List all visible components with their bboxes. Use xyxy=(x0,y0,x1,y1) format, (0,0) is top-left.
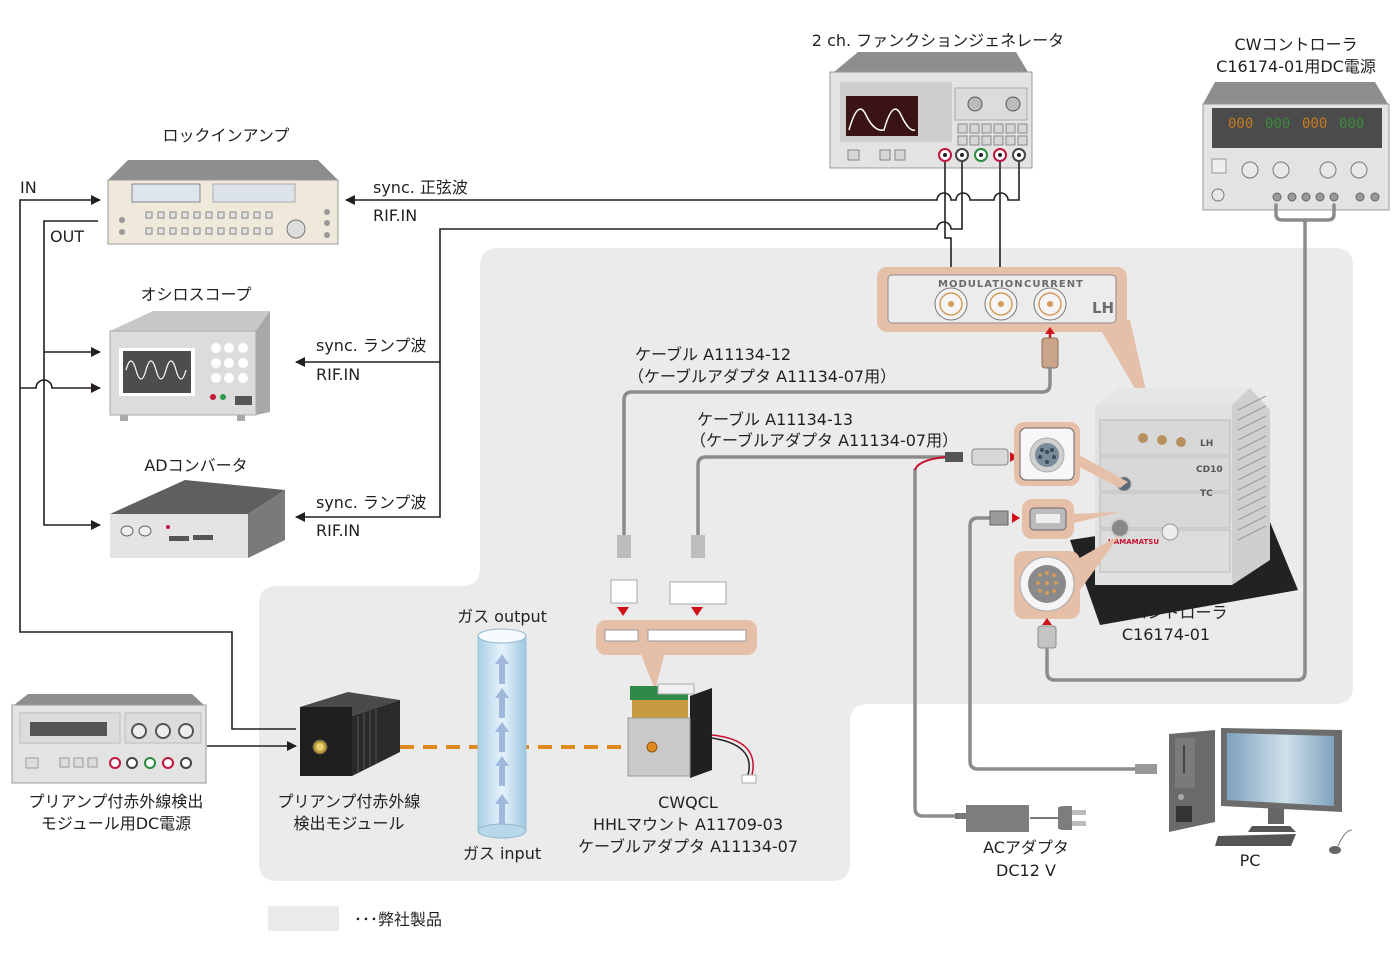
red-arrow-icon xyxy=(1045,327,1055,334)
cwqcl-label-2: HHLマウント A11709-03 xyxy=(593,815,783,834)
function-generator[interactable] xyxy=(829,52,1033,169)
display-digit-group: 000 xyxy=(1228,116,1253,132)
signal-wiring xyxy=(19,162,1020,751)
cw-power-supply-label-2: C16174-01用DC電源 xyxy=(1216,57,1376,76)
detector-power-label-1: プリアンプ付赤外線検出 xyxy=(29,792,204,811)
usb-plug xyxy=(989,510,1009,526)
ac-adapter[interactable] xyxy=(955,805,1086,832)
oscilloscope-label: オシロスコープ xyxy=(140,285,251,304)
oscilloscope[interactable] xyxy=(109,311,270,421)
function-generator-label: 2 ch. ファンクションジェネレータ xyxy=(812,31,1064,50)
current-port-label: CURRENT xyxy=(1024,279,1084,290)
detector-dc-power-supply[interactable] xyxy=(11,694,207,784)
cable-a11134-12-sub: （ケーブルアダプタ A11134-07用） xyxy=(628,367,896,386)
cw-controller-label-1: CWコントローラ xyxy=(1105,603,1228,622)
circular-plug xyxy=(971,448,1009,466)
gas-flow-arrows xyxy=(495,654,509,824)
cables xyxy=(622,203,1336,818)
ad-converter[interactable] xyxy=(110,480,285,558)
detector-module-label-1: プリアンプ付赤外線 xyxy=(278,792,421,811)
brand-logo: HAMAMATSU xyxy=(1108,538,1159,546)
cwqcl-connector-callout xyxy=(596,620,757,690)
company-products-area xyxy=(259,248,1353,881)
red-arrow-icon xyxy=(1042,618,1052,625)
gas-output-label: ガス output xyxy=(457,607,547,626)
osc-rif-label: RIF.IN xyxy=(316,365,360,384)
ac-adapter-label-1: ACアダプタ xyxy=(983,838,1069,857)
modulation-port-label: MODULATION xyxy=(938,279,1024,290)
temperature-connector-callout xyxy=(1014,422,1128,488)
adc-rif-label: RIF.IN xyxy=(316,521,360,540)
cwqcl-laser-mount[interactable] xyxy=(627,683,757,784)
detector-module-label-2: 検出モジュール xyxy=(294,814,405,833)
pc-label: PC xyxy=(1240,851,1261,870)
cw-controller-power-supply[interactable]: 000 000 000 000 xyxy=(1202,82,1390,211)
display-digit-group: 000 xyxy=(1339,116,1364,132)
cable-a11134-13-label: ケーブル A11134-13 xyxy=(697,410,853,429)
cable-a11134-12-label: ケーブル A11134-12 xyxy=(635,345,791,364)
legend-swatch xyxy=(268,906,339,931)
lh-module-tag: LH xyxy=(1092,299,1114,317)
adc-sync-label: sync. ランプ波 xyxy=(316,493,426,512)
module-label-lh: LH xyxy=(1200,439,1213,449)
module-label-cd10: CD10 xyxy=(1196,465,1223,475)
power-connector-callout xyxy=(1014,535,1120,619)
osc-sync-label: sync. ランプ波 xyxy=(316,336,426,355)
cable-sleeve xyxy=(945,452,963,462)
pc[interactable] xyxy=(1135,728,1353,854)
bnc-connector[interactable] xyxy=(1033,287,1067,321)
power-plug xyxy=(1037,625,1057,649)
gas-input-label: ガス input xyxy=(463,844,541,863)
cable-connector-3pin xyxy=(610,535,638,616)
red-arrow-icon xyxy=(1012,513,1020,523)
usb-plug xyxy=(1135,764,1157,774)
display-digit-group: 000 xyxy=(1265,116,1290,132)
cw-controller-label-2: C16174-01 xyxy=(1122,625,1210,644)
lockin-sync-label: sync. 正弦波 xyxy=(373,178,468,197)
cwqcl-label-1: CWQCL xyxy=(658,793,718,812)
lockin-amplifier[interactable] xyxy=(107,160,339,245)
usb-connector-callout xyxy=(1022,499,1120,539)
display-digit-group: 000 xyxy=(1302,116,1327,132)
ad-converter-label: ADコンバータ xyxy=(144,456,247,475)
bnc-connector[interactable] xyxy=(934,287,968,321)
lockin-rif-label: RIF.IN xyxy=(373,206,417,225)
lockin-amp-label: ロックインアンプ xyxy=(163,126,290,145)
lockin-in-label: IN xyxy=(20,178,37,197)
cw-controller[interactable]: LH CD10 TC HAMAMATSU xyxy=(1070,388,1298,625)
lockin-out-label: OUT xyxy=(50,227,84,246)
legend-label: ･･･弊社製品 xyxy=(354,910,442,929)
cw-power-supply-label-1: CWコントローラ xyxy=(1235,35,1358,54)
ac-adapter-label-2: DC12 V xyxy=(996,861,1056,880)
gas-cell xyxy=(477,628,527,839)
bnc-connector[interactable] xyxy=(984,287,1018,321)
cable-connector-10pin xyxy=(669,535,727,616)
bnc-plug xyxy=(1041,337,1059,369)
cable-a11134-13-sub: （ケーブルアダプタ A11134-07用） xyxy=(690,431,958,450)
detector-power-label-2: モジュール用DC電源 xyxy=(41,814,191,833)
cwqcl-label-3: ケーブルアダプタ A11134-07 xyxy=(578,837,798,856)
module-label-tc: TC xyxy=(1200,489,1213,499)
ir-detector-module[interactable] xyxy=(300,692,400,776)
